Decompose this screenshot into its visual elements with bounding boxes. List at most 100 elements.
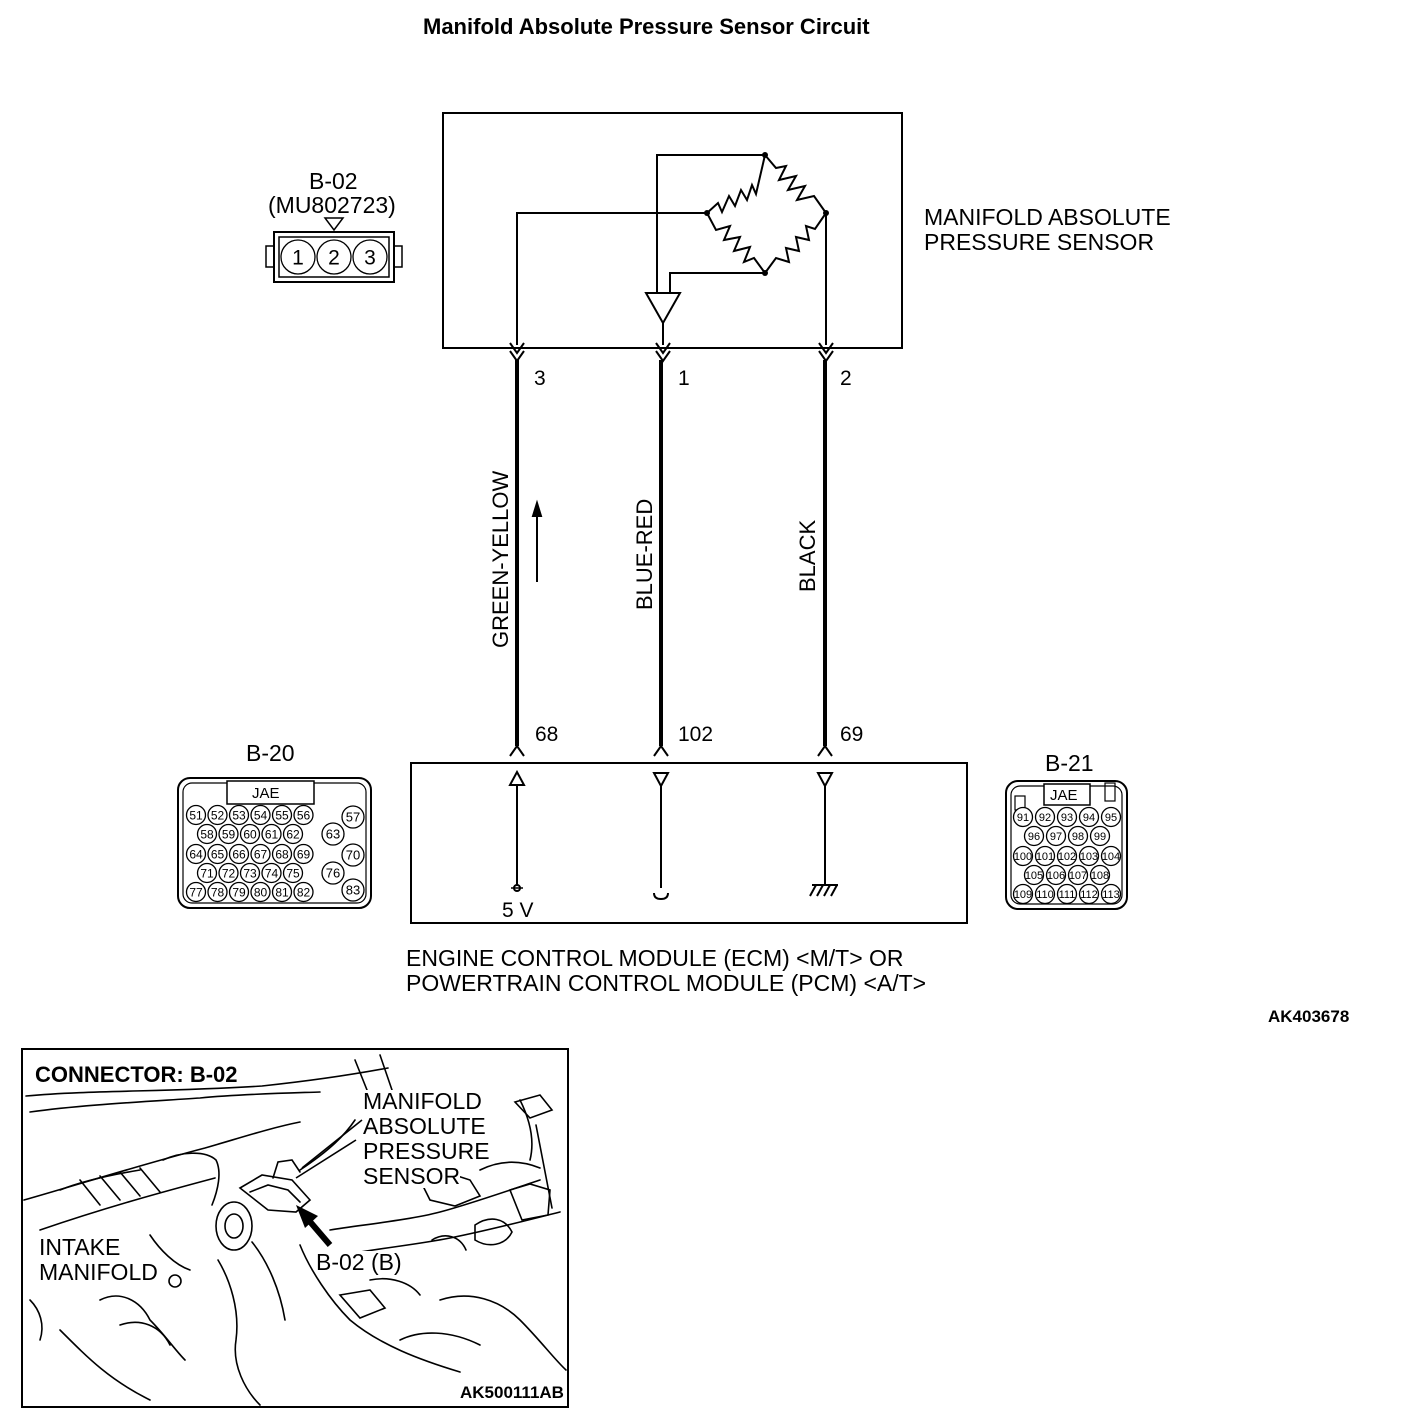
b21-pin-107-circle (1067, 864, 1089, 886)
b20-pin-75-circle (282, 862, 304, 884)
b02-pin-3-circle (352, 239, 388, 275)
b20-pin-52-number: 52 (211, 808, 225, 822)
b20-pin-60-number: 60 (243, 827, 257, 841)
wire-label-black: BLACK (795, 519, 820, 592)
b20-pin-57-number: 57 (346, 810, 360, 825)
b20-pin-81-circle (271, 881, 293, 903)
ground-triangle-icon (816, 772, 834, 789)
b20-pin-69-number: 69 (297, 847, 311, 861)
b02-pin-2-circle (316, 239, 352, 275)
b20-pin-53-circle (228, 804, 250, 826)
b21-pin-104-circle (1100, 845, 1122, 867)
b20-pin-61-number: 61 (265, 827, 279, 841)
intake-manifold-line2: MANIFOLD (39, 1259, 158, 1285)
ecm-connector-terminals (509, 744, 833, 757)
b20-pin-59-circle (218, 823, 239, 845)
b21-pin-93-circle (1056, 806, 1078, 828)
chassis-ground-icon (809, 884, 838, 897)
b20-pin-68-circle (271, 843, 293, 865)
b21-pin-95-number: 95 (1105, 812, 1117, 824)
b21-pin-98-circle (1067, 825, 1089, 847)
b20-pin-67-circle (250, 843, 271, 865)
location-arrow-icon (296, 1205, 333, 1247)
b21-pin-93-number: 93 (1061, 812, 1073, 824)
b20-pin-74-circle (261, 862, 282, 884)
location-heading: CONNECTOR: B-02 (35, 1062, 238, 1087)
diagram-code: AK403678 (1268, 1007, 1350, 1026)
b21-pin-111-circle (1056, 883, 1078, 905)
b20-pin-65-circle (207, 843, 228, 865)
connector-b20-name: B-20 (246, 740, 295, 766)
b21-pin-94-circle (1078, 806, 1100, 828)
b20-pin-67-number: 67 (254, 847, 268, 861)
b20-pin-64-circle (185, 843, 207, 865)
location-callout-line2: ABSOLUTE (363, 1113, 486, 1139)
b21-pin-99-circle (1089, 825, 1111, 847)
b20-pin-80-number: 80 (254, 885, 268, 899)
b20-pin-62-number: 62 (286, 827, 300, 841)
b21-pin-109-number: 109 (1014, 889, 1032, 901)
b20-pin-51-number: 51 (189, 808, 203, 822)
b20-pin-62-circle (282, 823, 304, 845)
sensor-box (442, 112, 903, 349)
b20-pin-59-number: 59 (222, 827, 236, 841)
b20-pin-78-circle (207, 881, 228, 903)
b20-pin-53-number: 53 (232, 808, 246, 822)
b20-pin-52-circle (207, 804, 228, 826)
b21-pin-95-circle (1100, 806, 1122, 828)
b21-pin-110-number: 110 (1036, 889, 1054, 901)
ecm-pin-68: 68 (535, 723, 559, 746)
ecm-name-line2: POWERTRAIN CONTROL MODULE (PCM) <A/T> (406, 970, 927, 996)
b21-pin-103-number: 103 (1080, 851, 1098, 863)
wire-label-green-yellow: GREEN-YELLOW (488, 470, 513, 648)
b20-pin-82-number: 82 (297, 885, 311, 899)
b21-pin-102-number: 102 (1058, 851, 1076, 863)
intake-manifold-line1: INTAKE (39, 1234, 121, 1260)
ecm-name-line1: ENGINE CONTROL MODULE (ECM) <M/T> OR (406, 945, 904, 971)
b20-pin-74-number: 74 (265, 866, 279, 880)
b21-pin-113-circle (1100, 883, 1122, 905)
amplifier-icon (644, 292, 682, 326)
connector-b21-maker: JAE (1050, 787, 1078, 804)
b20-pin-66-number: 66 (232, 847, 246, 861)
b21-pin-98-number: 98 (1072, 831, 1084, 843)
sensor-name-line1: MANIFOLD ABSOLUTE (924, 204, 1171, 230)
b20-pin-64-number: 64 (189, 847, 203, 861)
connector-b02-part-number: (MU802723) (268, 192, 396, 218)
b20-pin-77-number: 77 (189, 885, 203, 899)
b21-pin-94-number: 94 (1083, 812, 1095, 824)
b20-pin-56-circle (293, 804, 314, 826)
b20-pin-56-number: 56 (297, 808, 311, 822)
b02-pin-3-number: 3 (364, 247, 376, 270)
b20-pin-83-number: 83 (346, 883, 360, 898)
b21-pin-92-number: 92 (1039, 812, 1051, 824)
b21-pin-113-number: 113 (1102, 889, 1120, 901)
b21-pin-105-circle (1023, 864, 1045, 886)
b20-pin-71-number: 71 (200, 866, 214, 880)
b20-pin-81-number: 81 (275, 885, 289, 899)
b20-pin-68-number: 68 (275, 847, 289, 861)
b20-pin-82-circle (293, 881, 314, 903)
b20-pin-60-circle (239, 823, 261, 845)
b20-pin-55-circle (271, 804, 293, 826)
b20-pin-69-circle (293, 843, 314, 865)
b20-pin-58-circle (196, 823, 218, 845)
location-callout-line3: PRESSURE (363, 1138, 490, 1164)
location-callout-line1: MANIFOLD (363, 1088, 482, 1114)
b20-pin-65-number: 65 (211, 847, 225, 861)
b21-pin-102-circle (1056, 845, 1078, 867)
b20-pin-55-number: 55 (275, 808, 289, 822)
connector-b21-name: B-21 (1045, 750, 1094, 776)
b21-pin-104-number: 104 (1102, 851, 1120, 863)
location-view-frame (21, 1048, 569, 1408)
supply-triangle-icon (508, 769, 526, 786)
b21-pin-112-circle (1078, 883, 1100, 905)
bridge-node-dots (704, 152, 829, 276)
b20-pin-54-number: 54 (254, 808, 268, 822)
b20-pin-78-number: 78 (211, 885, 225, 899)
b20-pin-63-number: 63 (326, 827, 340, 842)
location-callout-line4: SENSOR (363, 1163, 461, 1189)
sensor-pin-2: 2 (840, 367, 852, 390)
